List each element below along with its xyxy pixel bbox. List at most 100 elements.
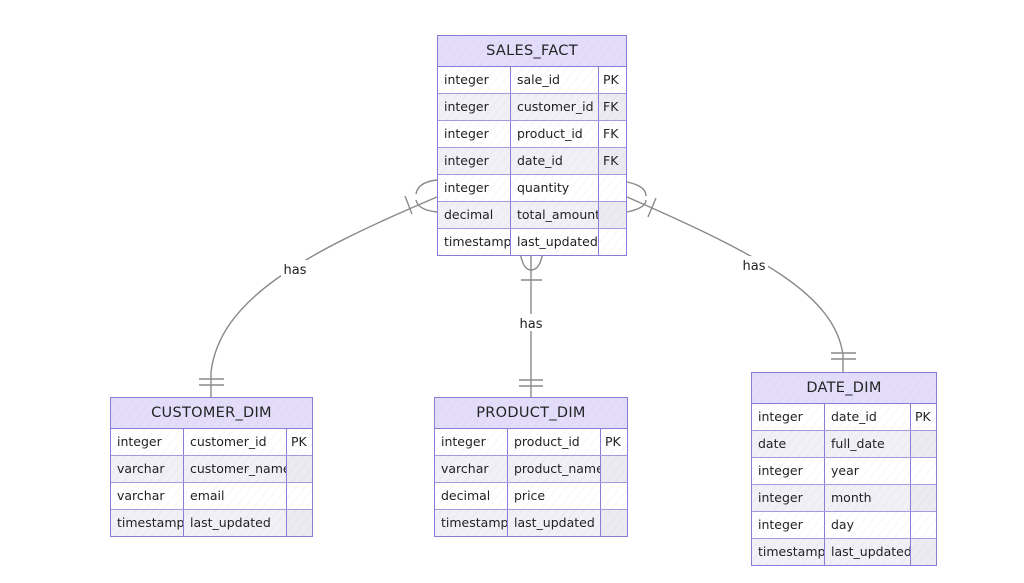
crow-foot-date xyxy=(626,181,657,218)
column-type: integer xyxy=(117,434,162,449)
column-row: varchar email xyxy=(111,482,312,509)
column-name: month xyxy=(824,485,910,511)
key-badge xyxy=(600,483,627,509)
key-badge xyxy=(598,175,626,201)
key-badge: FK xyxy=(598,121,626,147)
column-name: last_updated xyxy=(824,539,910,565)
column-type: varchar xyxy=(117,488,165,503)
key-badge xyxy=(910,512,936,538)
key-badge xyxy=(286,510,312,536)
column-type: integer xyxy=(438,94,510,120)
column-row: decimal total_amount xyxy=(438,201,626,228)
key-badge xyxy=(598,229,626,255)
column-type: integer xyxy=(758,517,803,532)
key-badge xyxy=(286,456,312,482)
key-badge xyxy=(286,483,312,509)
column-type: decimal xyxy=(438,202,510,228)
column-type: integer xyxy=(441,434,486,449)
entity-title: CUSTOMER_DIM xyxy=(111,398,312,429)
column-type: integer xyxy=(758,463,803,478)
column-row: integer date_id FK xyxy=(438,147,626,174)
column-name: quantity xyxy=(510,175,598,201)
relationship-label-date: has xyxy=(743,259,766,274)
key-badge xyxy=(600,456,627,482)
relationship-label-product: has xyxy=(520,317,543,332)
column-type: integer xyxy=(444,72,489,87)
key-badge xyxy=(910,458,936,484)
key-badge: PK xyxy=(910,404,936,430)
column-name: year xyxy=(824,458,910,484)
one-marker-date xyxy=(831,352,856,360)
entity-title: DATE_DIM xyxy=(752,373,936,404)
crow-foot-customer xyxy=(404,179,438,215)
column-row: timestamp last_updated xyxy=(438,228,626,255)
one-marker-customer xyxy=(199,378,224,386)
entity-customer-dim[interactable]: CUSTOMER_DIM integer customer_id PK varc… xyxy=(110,397,313,537)
column-name: last_updated xyxy=(507,510,600,536)
column-row: integer customer_id FK xyxy=(438,93,626,120)
column-name: last_updated xyxy=(510,229,598,255)
column-name: date_id xyxy=(824,404,910,430)
column-type: timestamp xyxy=(752,539,824,565)
column-row: varchar customer_name xyxy=(111,455,312,482)
column-type: timestamp xyxy=(444,234,510,249)
column-row: integer month xyxy=(752,484,936,511)
column-name: day xyxy=(824,512,910,538)
column-name: sale_id xyxy=(510,67,598,93)
column-row: integer date_id PK xyxy=(752,404,936,430)
column-row: integer quantity xyxy=(438,174,626,201)
entity-title: SALES_FACT xyxy=(438,36,626,67)
column-row: varchar product_name xyxy=(435,455,627,482)
column-name: price xyxy=(507,483,600,509)
column-name: email xyxy=(183,483,286,509)
column-name: last_updated xyxy=(183,510,286,536)
column-name: date_id xyxy=(510,148,598,174)
column-type: decimal xyxy=(441,488,491,503)
relationship-line-customer xyxy=(210,196,438,397)
key-badge xyxy=(598,202,626,228)
column-type: varchar xyxy=(111,456,183,482)
column-type: timestamp xyxy=(111,510,183,536)
key-badge xyxy=(910,539,936,565)
column-row: timestamp last_updated xyxy=(435,509,627,536)
relationship-line-date xyxy=(626,196,844,372)
key-badge xyxy=(600,510,627,536)
column-row: integer year xyxy=(752,457,936,484)
column-name: total_amount xyxy=(510,202,598,228)
relationship-label-customer: has xyxy=(284,263,307,278)
column-row: integer customer_id PK xyxy=(111,429,312,455)
column-type: integer xyxy=(758,409,803,424)
column-type: date xyxy=(752,431,824,457)
column-name: full_date xyxy=(824,431,910,457)
entity-title: PRODUCT_DIM xyxy=(435,398,627,429)
key-badge: FK xyxy=(598,94,626,120)
key-badge: FK xyxy=(598,148,626,174)
column-row: integer product_id FK xyxy=(438,120,626,147)
column-type: varchar xyxy=(435,456,507,482)
column-type: integer xyxy=(438,148,510,174)
column-name: customer_id xyxy=(510,94,598,120)
column-row: integer sale_id PK xyxy=(438,67,626,93)
entity-sales-fact[interactable]: SALES_FACT integer sale_id PK integer cu… xyxy=(437,35,627,256)
column-name: customer_name xyxy=(183,456,286,482)
column-type: timestamp xyxy=(435,510,507,536)
column-row: decimal price xyxy=(435,482,627,509)
column-name: product_name xyxy=(507,456,600,482)
column-row: integer day xyxy=(752,511,936,538)
column-type: integer xyxy=(444,126,489,141)
key-badge: PK xyxy=(286,429,312,455)
key-badge xyxy=(910,485,936,511)
entity-date-dim[interactable]: DATE_DIM integer date_id PK date full_da… xyxy=(751,372,937,566)
column-row: timestamp last_updated xyxy=(111,509,312,536)
column-row: integer product_id PK xyxy=(435,429,627,455)
column-type: integer xyxy=(444,180,489,195)
one-marker-product xyxy=(519,379,543,387)
column-list: integer date_id PK date full_date intege… xyxy=(752,404,936,565)
key-badge: PK xyxy=(598,67,626,93)
entity-product-dim[interactable]: PRODUCT_DIM integer product_id PK varcha… xyxy=(434,397,628,537)
column-list: integer product_id PK varchar product_na… xyxy=(435,429,627,536)
column-row: timestamp last_updated xyxy=(752,538,936,565)
key-badge xyxy=(910,431,936,457)
key-badge: PK xyxy=(600,429,627,455)
